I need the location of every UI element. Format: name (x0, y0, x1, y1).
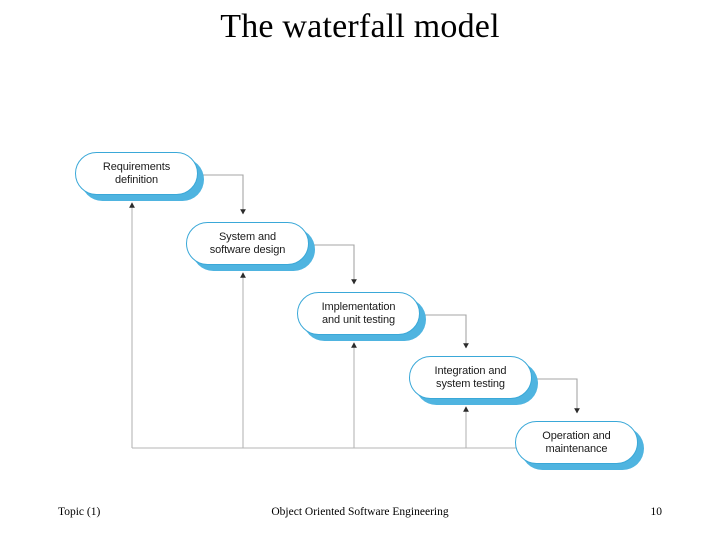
stage-implementation-and-unit-testing[interactable]: Implementation and unit testing (297, 292, 420, 335)
connector-implementation-to-integration (418, 314, 469, 349)
stage-label: Requirements definition (102, 160, 171, 186)
stage-integration-and-system-testing[interactable]: Integration and system testing (409, 356, 532, 399)
stage-label: Operation and maintenance (542, 429, 611, 455)
stage-operation-and-maintenance[interactable]: Operation and maintenance (515, 421, 638, 464)
forward-connector-group (196, 174, 580, 414)
connector-requirements-to-design (196, 174, 246, 215)
stage-requirements-definition[interactable]: Requirements definition (75, 152, 198, 195)
stage-system-and-software-design[interactable]: System and software design (186, 222, 309, 265)
page-title: The waterfall model (220, 8, 500, 45)
connector-design-to-implementation (307, 244, 357, 285)
feedback-connector-group (129, 202, 516, 449)
footer-page-number: 10 (650, 506, 663, 518)
stage-label: System and software design (209, 230, 286, 256)
stage-label: Implementation and unit testing (321, 300, 396, 326)
stage-label: Integration and system testing (434, 364, 507, 390)
footer-course-title: Object Oriented Software Engineering (271, 506, 449, 518)
slide-footer: Topic (1) Object Oriented Software Engin… (0, 496, 720, 540)
footer-topic: Topic (1) (58, 506, 101, 518)
connector-integration-to-operation (530, 378, 580, 414)
